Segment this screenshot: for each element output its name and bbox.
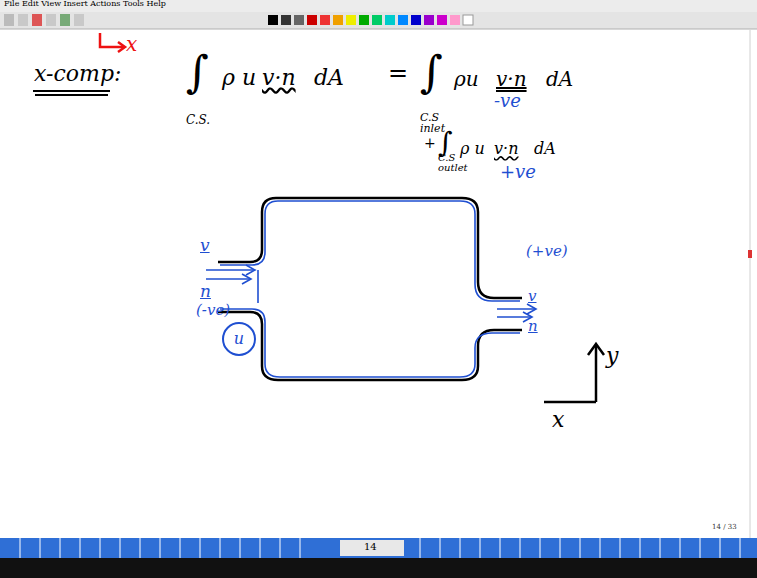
handwritten-label: ρu xyxy=(454,68,479,90)
handwritten-label: dA xyxy=(546,68,573,90)
handwritten-label: dA xyxy=(314,66,344,90)
handwritten-label: n xyxy=(528,318,538,335)
handwritten-label: x xyxy=(552,408,564,432)
handwritten-label: v·n xyxy=(494,140,518,158)
handwritten-label: 14 xyxy=(364,541,377,552)
handwritten-label: dA xyxy=(534,140,556,158)
handwritten-label: File Edit View Insert Actions Tools Help xyxy=(4,0,166,9)
handwritten-label: = xyxy=(388,60,408,86)
handwritten-label: v·n xyxy=(262,66,296,90)
handwritten-label: -ve xyxy=(494,91,521,111)
handwritten-label: v·n xyxy=(496,68,527,90)
handwritten-label: ∫ xyxy=(420,48,443,96)
handwritten-label: C.S xyxy=(438,152,455,163)
handwritten-label: v xyxy=(528,288,536,305)
handwritten-label: x xyxy=(126,33,137,55)
handwritten-label: v xyxy=(200,236,210,255)
handwritten-label: y xyxy=(606,344,618,368)
handwritten-label: outlet xyxy=(438,162,468,173)
handwritten-label: (-ve) xyxy=(196,302,230,319)
handwritten-label: n xyxy=(200,282,211,301)
handwritten-label: + xyxy=(424,136,436,151)
handwritten-label: ρ u xyxy=(222,66,256,90)
handwritten-label: ρ u xyxy=(460,140,485,158)
handwritten-label: C.S. xyxy=(186,114,210,127)
node-text: u xyxy=(234,331,244,347)
handwritten-label: (+ve) xyxy=(526,243,568,260)
handwritten-label: x-comp: xyxy=(34,62,121,86)
handwritten-label: ∫ xyxy=(186,48,209,96)
handwritten-label: +ve xyxy=(500,162,536,182)
handwritten-label: 14 / 33 xyxy=(712,524,737,532)
circled-symbol: u xyxy=(222,322,256,356)
